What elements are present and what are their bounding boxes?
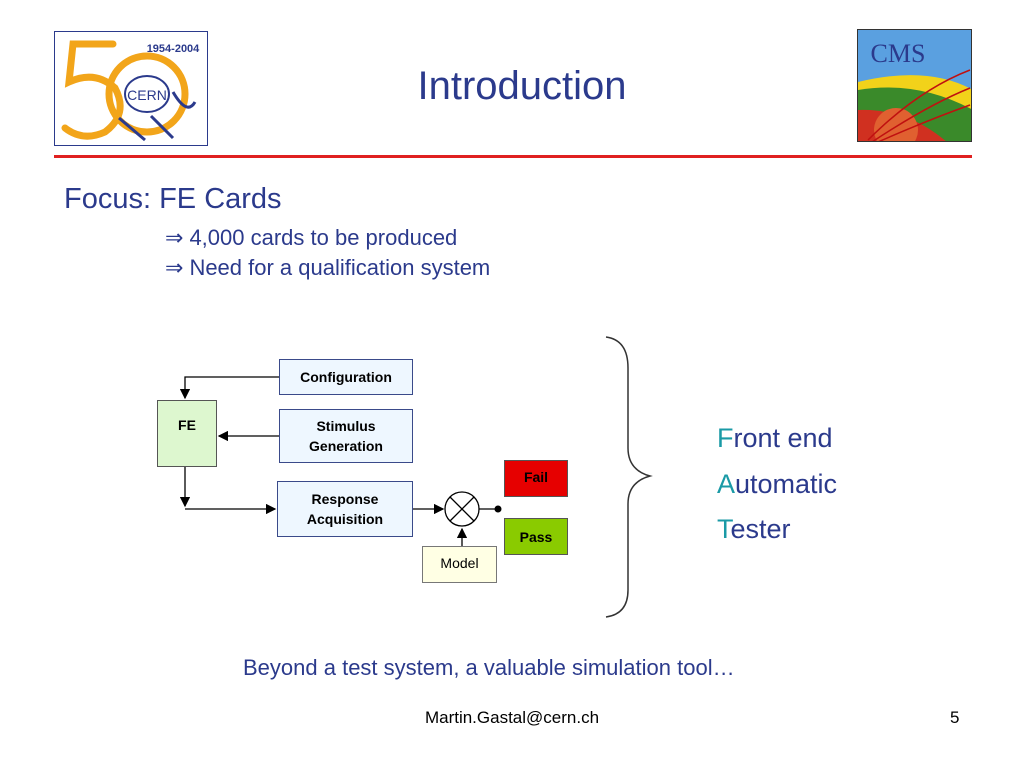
- fat-line-automatic: Automatic: [717, 469, 837, 500]
- configuration-box: Configuration: [279, 359, 413, 395]
- pass-label: Pass: [519, 528, 553, 545]
- fe-label: FE: [178, 417, 196, 433]
- cms-logo: CMS: [857, 29, 972, 142]
- comparator-icon: [444, 491, 480, 527]
- header-divider: [54, 155, 972, 158]
- bullet-qualification: ⇒Need for a qualification system: [165, 255, 490, 281]
- pass-box: Pass: [504, 518, 568, 555]
- cern-50-logo-graphic: CERN 1954-2004: [61, 40, 200, 142]
- cms-logo-graphic: CMS: [858, 30, 971, 141]
- cern-logo-years: 1954-2004: [147, 43, 200, 55]
- fail-label: Fail: [523, 469, 549, 485]
- fe-box: FE: [157, 400, 217, 467]
- stimulus-label-line1: Stimulus: [316, 418, 376, 434]
- focus-heading: Focus: FE Cards: [64, 183, 282, 215]
- fat-line-front-end: Front end: [717, 423, 833, 454]
- page-title: Introduction: [417, 64, 627, 108]
- configuration-label: Configuration: [300, 369, 392, 385]
- bullet-cards-count: ⇒4,000 cards to be produced: [165, 225, 457, 251]
- stimulus-generation-box: Stimulus Generation: [279, 409, 413, 463]
- page-number: 5: [950, 708, 960, 727]
- fat-rest: utomatic: [735, 469, 838, 499]
- tagline: Beyond a test system, a valuable simulat…: [243, 655, 735, 680]
- implies-arrow-icon: ⇒: [165, 225, 184, 250]
- cern-logo-name: CERN: [127, 87, 167, 103]
- grouping-brace: [605, 336, 653, 618]
- fat-rest: ester: [730, 514, 791, 544]
- response-label-line1: Response: [311, 491, 379, 507]
- stimulus-label-line2: Generation: [309, 438, 383, 454]
- switch-node: [494, 505, 502, 513]
- response-label-line2: Acquisition: [306, 511, 384, 527]
- model-box: Model: [422, 546, 497, 583]
- footer-email: Martin.Gastal@cern.ch: [424, 708, 600, 727]
- fat-line-tester: Tester: [717, 514, 791, 545]
- model-label: Model: [440, 555, 479, 571]
- implies-arrow-icon: ⇒: [165, 255, 184, 280]
- fat-initial: A: [717, 469, 736, 499]
- fat-rest: ront end: [733, 423, 833, 453]
- bullet-text: Need for a qualification system: [189, 255, 491, 280]
- fat-initial: T: [717, 514, 731, 544]
- response-acquisition-box: Response Acquisition: [277, 481, 413, 537]
- fat-initial: F: [717, 423, 734, 453]
- fail-box: Fail: [504, 460, 568, 497]
- cms-logo-name: CMS: [871, 39, 926, 68]
- bullet-text: 4,000 cards to be produced: [189, 225, 458, 250]
- config-to-fe-arrow: [179, 376, 279, 400]
- cern-50-logo: CERN 1954-2004: [54, 31, 208, 146]
